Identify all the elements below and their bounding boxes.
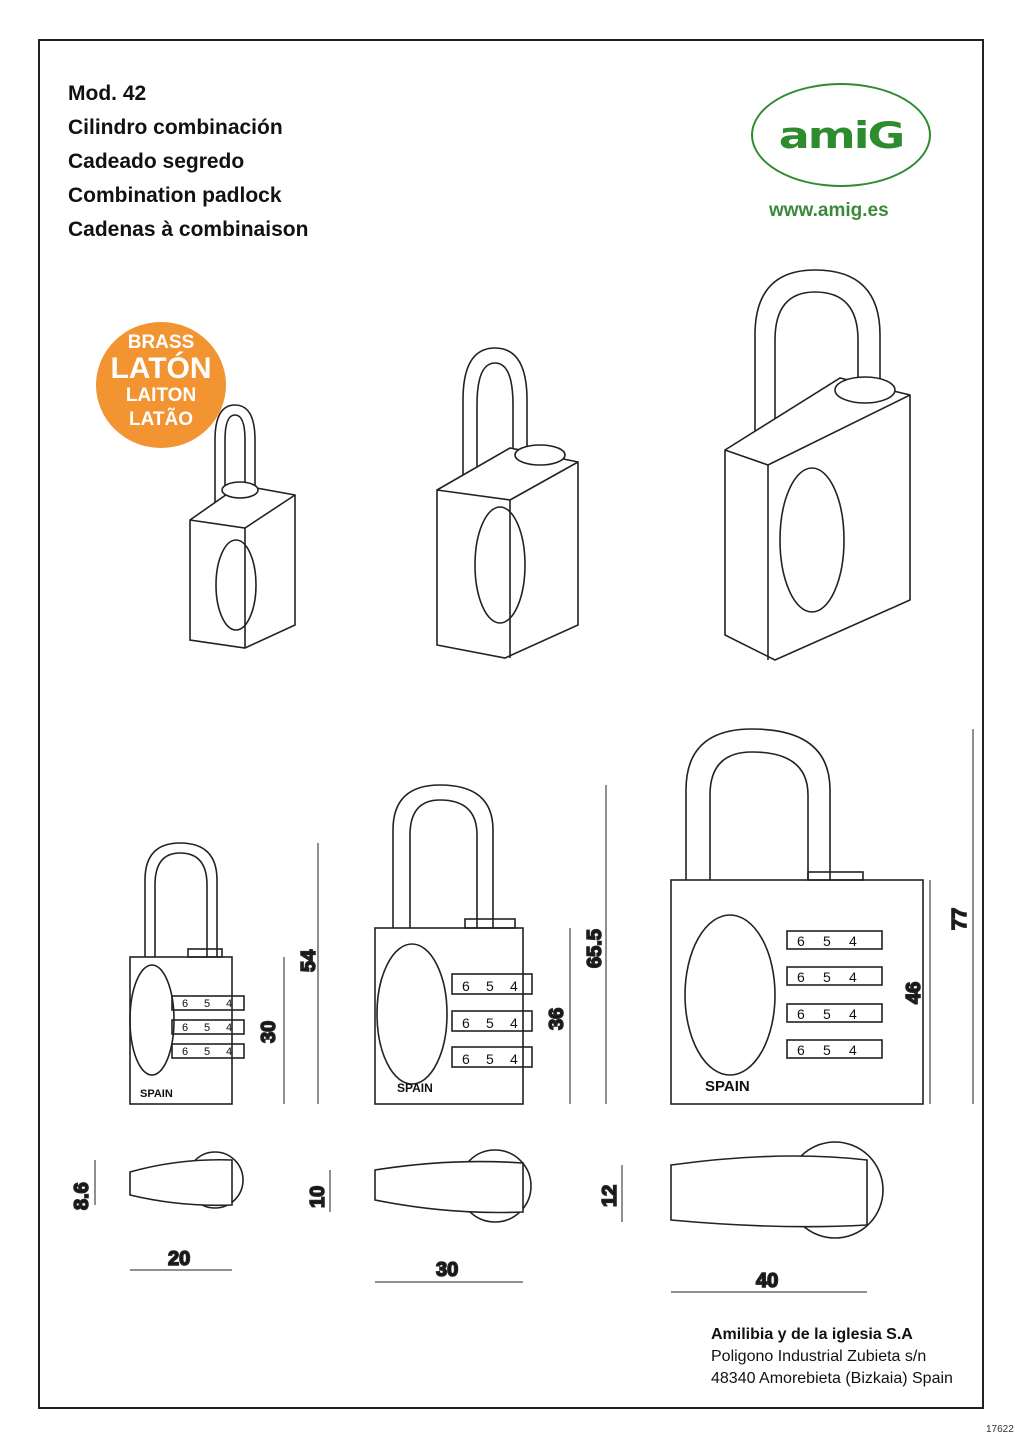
dim-small-height: 54: [298, 949, 320, 972]
company-address-1: Poligono Industrial Zubieta s/n: [711, 1348, 927, 1365]
title-pt: Cadeado segredo: [68, 150, 245, 173]
dim-large-thickness: 12: [599, 1185, 621, 1207]
dim-large-width: 40: [756, 1270, 778, 1292]
title-en: Combination padlock: [68, 184, 282, 207]
dim-medium-body: 36: [546, 1008, 568, 1030]
dim-large-body: 46: [903, 982, 925, 1004]
dimension-lines: [94, 729, 974, 1293]
dial-digit: 6: [462, 978, 470, 994]
iso-padlock-medium: [436, 347, 579, 659]
logo-text: amiG: [778, 113, 905, 157]
side-padlock-large: [670, 1141, 884, 1239]
company-address-2: 48340 Amorebieta (Bizkaia) Spain: [711, 1370, 953, 1387]
dial-digit: 6: [182, 1046, 188, 1058]
dial-digit: 4: [226, 1046, 232, 1058]
iso-padlock-large: [724, 269, 911, 661]
dial-digit: 5: [823, 933, 831, 949]
dial-digit: 5: [204, 1022, 210, 1034]
dial-digit: 4: [510, 1051, 518, 1067]
dial-digit: 4: [510, 978, 518, 994]
dial-digit: 5: [204, 998, 210, 1010]
side-padlock-small: [129, 1151, 244, 1209]
dim-medium-height: 65.5: [584, 929, 606, 968]
badge-brass: BRASS: [127, 332, 195, 353]
dim-large-height: 77: [949, 908, 971, 930]
badge-laiton: LAITON: [125, 385, 197, 406]
website-url: www.amig.es: [769, 200, 889, 221]
dial-digit: 5: [204, 1046, 210, 1058]
drawing-frame: [38, 39, 984, 1409]
dial-digit: 5: [486, 1051, 494, 1067]
dim-small-body: 30: [258, 1021, 280, 1043]
company-name: Amilibia y de la iglesia S.A: [711, 1326, 913, 1343]
spain-mark-large: SPAIN: [705, 1078, 750, 1095]
dim-small-width: 20: [168, 1248, 190, 1270]
dim-medium-width: 30: [436, 1259, 458, 1281]
document-code: 17622: [986, 1424, 1014, 1435]
dial-digit: 4: [510, 1015, 518, 1031]
dial-digit: 4: [226, 998, 232, 1010]
front-padlock-small: [129, 842, 245, 1105]
front-padlock-medium: [374, 784, 533, 1105]
dial-digit: 6: [797, 1042, 805, 1058]
iso-padlock-small: [189, 404, 296, 649]
material-badge: BRASS LATÓN LAITON LATÃO: [96, 322, 226, 448]
dial-digit: 4: [849, 1042, 857, 1058]
dial-digit: 6: [182, 998, 188, 1010]
dial-digit: 5: [823, 1042, 831, 1058]
company-info: Amilibia y de la iglesia S.A Poligono In…: [711, 1324, 953, 1390]
dial-digit: 4: [226, 1022, 232, 1034]
dial-digit: 5: [486, 1015, 494, 1031]
dial-digit: 6: [797, 969, 805, 985]
badge-laton: LATÓN: [110, 352, 212, 385]
spain-mark-small: SPAIN: [140, 1088, 173, 1100]
dial-digit: 5: [823, 1006, 831, 1022]
title-es: Cilindro combinación: [68, 116, 283, 139]
spain-mark-medium: SPAIN: [397, 1081, 433, 1095]
dial-digit: 6: [462, 1015, 470, 1031]
title-block: Mod. 42 Cilindro combinación Cadeado seg…: [68, 77, 308, 247]
dial-digit: 6: [797, 933, 805, 949]
dial-digit: 4: [849, 1006, 857, 1022]
dial-digit: 6: [182, 1022, 188, 1034]
dial-digit: 5: [823, 969, 831, 985]
dial-digit: 4: [849, 933, 857, 949]
model-title: Mod. 42: [68, 82, 147, 105]
dial-digit: 5: [486, 978, 494, 994]
dim-medium-thickness: 10: [307, 1186, 329, 1208]
side-padlock-medium: [374, 1149, 532, 1223]
badge-latao: LATÃO: [128, 409, 194, 430]
dial-digit: 4: [849, 969, 857, 985]
dial-digit: 6: [462, 1051, 470, 1067]
front-padlock-large: [670, 728, 924, 1105]
dial-digit: 6: [797, 1006, 805, 1022]
amig-logo: amiG: [751, 83, 931, 187]
dim-small-thickness: 8.6: [71, 1182, 93, 1210]
title-fr: Cadenas à combinaison: [68, 218, 309, 241]
